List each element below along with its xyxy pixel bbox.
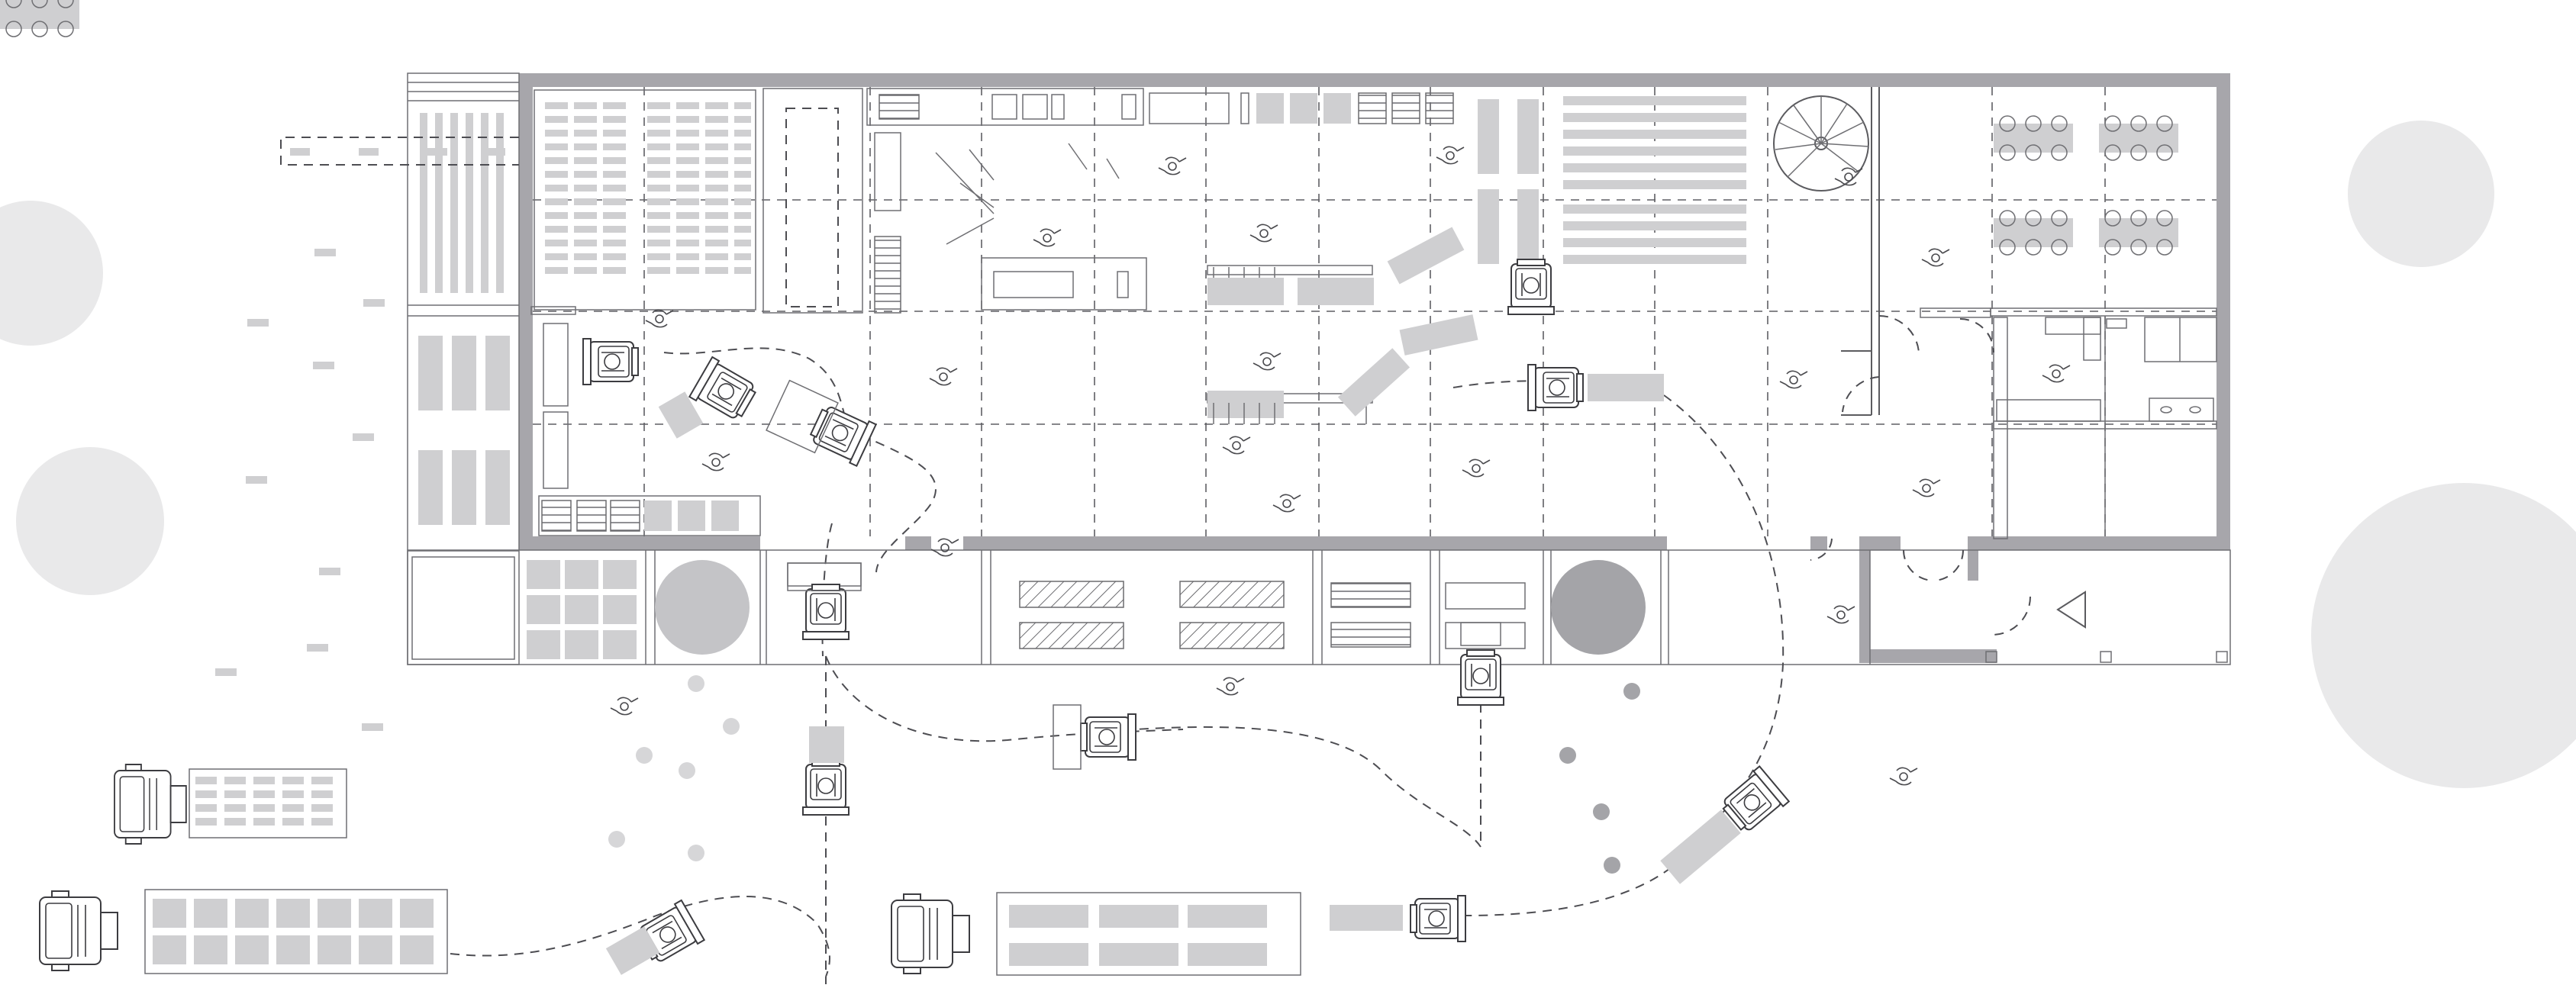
dispatch-lines: [935, 143, 1120, 245]
person-icon: [929, 367, 958, 386]
truck-icon: [891, 893, 970, 974]
left-annex: [280, 82, 519, 660]
forklift-icon: [582, 338, 639, 385]
loading-bays: [527, 550, 2228, 665]
person-icon: [610, 697, 639, 716]
person-icon: [1253, 352, 1282, 371]
vehicle-routes: [450, 347, 1785, 984]
person-icon: [1222, 436, 1251, 455]
person-icon: [1216, 677, 1245, 696]
person-icon: [1249, 224, 1278, 243]
person-icon: [1033, 228, 1062, 247]
yard-pallets: [215, 249, 385, 731]
forklift-icon: [1507, 259, 1555, 315]
structural-grid: [533, 87, 2217, 536]
person-icon: [1912, 478, 1941, 497]
forklifts: [582, 259, 1790, 975]
forklift-icon: [802, 759, 850, 816]
long-shelving: [1563, 96, 1746, 264]
person-icon: [1158, 156, 1187, 175]
low-shelves: [538, 495, 761, 536]
forklift-icon: [802, 584, 850, 640]
person-icon: [1779, 370, 1808, 389]
truck-icon: [114, 764, 187, 845]
person-icon: [1889, 767, 1918, 786]
forklift-icon: [1080, 713, 1136, 761]
forklift-icon: [1457, 649, 1504, 706]
person-icon: [1462, 459, 1491, 478]
person-icon: [1272, 494, 1301, 513]
pallet-racks: [545, 102, 751, 274]
meeting-tables: [0, 0, 2179, 256]
triangle-entrance-icon: [2056, 591, 2086, 629]
person-icon: [2042, 364, 2071, 383]
center-storage: [1149, 92, 1539, 424]
trucks: [39, 764, 1301, 976]
forklift-icon: [806, 400, 877, 467]
person-icon: [701, 452, 730, 472]
truck-icon: [39, 890, 118, 971]
bollards: [608, 675, 1640, 874]
forklift-icon: [688, 356, 761, 425]
person-icon: [930, 538, 959, 557]
people: [610, 146, 2071, 786]
person-icon: [1921, 248, 1950, 267]
forklift-icon: [1410, 895, 1466, 942]
person-icon: [1826, 605, 1855, 624]
background-circles: [0, 121, 2576, 788]
person-icon: [645, 309, 674, 328]
spiral-staircase: [1773, 95, 1869, 192]
forklift-icon: [1527, 364, 1584, 411]
person-icon: [1436, 146, 1465, 165]
office-partitions: [1810, 87, 2217, 636]
building-walls: [407, 72, 2231, 665]
